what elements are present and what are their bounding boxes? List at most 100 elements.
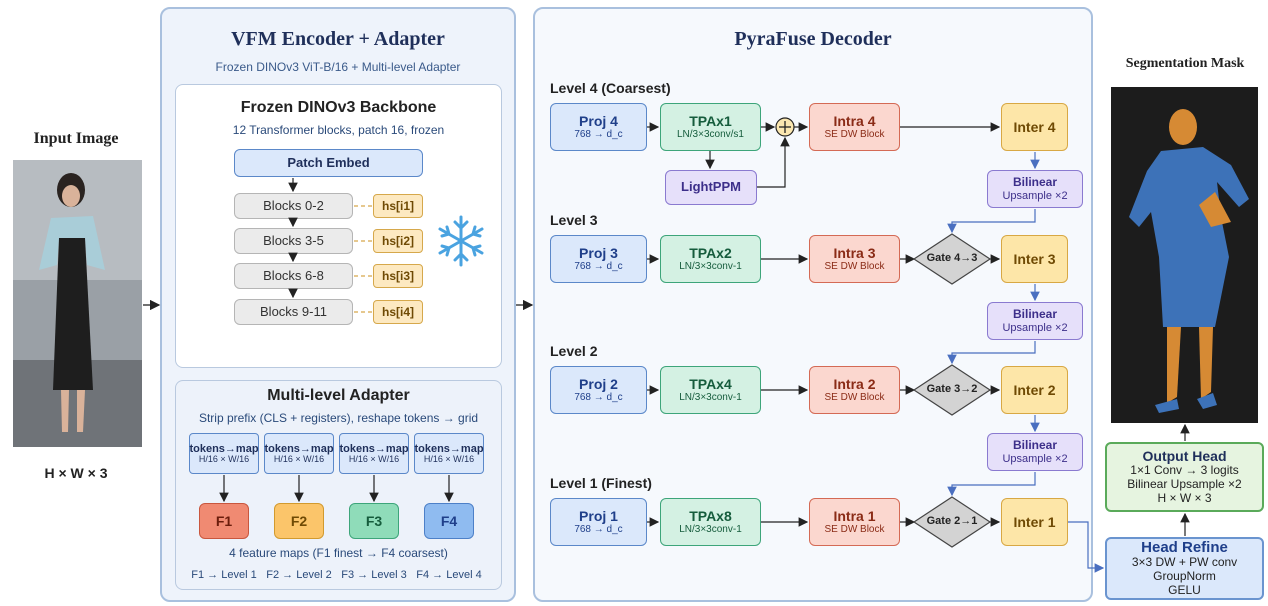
adapter-panel [175,380,502,590]
blocks-0-2-box: Blocks 0-2 [234,193,353,219]
backbone-title: Frozen DINOv3 Backbone [240,99,437,116]
feature-f4: F4 [424,503,474,539]
head-refine-line: 3×3 DW + PW conv [1131,555,1238,570]
blocks-label: Blocks 0-2 [263,197,324,213]
tpa-sublabel: LN/3×3conv-1 [679,524,742,536]
blocks-9-11-box: Blocks 9-11 [234,299,353,325]
lightppm-label: LightPPM [681,179,741,195]
hidden-state-1: hs[i1] [373,194,423,218]
inter-label: Inter 2 [1013,381,1056,398]
head-refine-box: Head Refine 3×3 DW + PW conv GroupNorm G… [1105,537,1264,600]
tpa-label: TPAx4 [689,376,732,393]
tokens-to-map-box: tokens→map H/16 × W/16 [339,433,409,474]
tokens-to-map-label: tokens→map [189,442,259,455]
intra-sublabel: SE DW Block [824,129,885,141]
gate-2-1-label: Gate 2→1 [926,515,978,527]
inter-1-box: Inter 1 [1001,498,1068,546]
proj-label: Proj 2 [579,376,618,393]
tokens-size-label: H/16 × W/16 [423,453,475,464]
tokens-size-label: H/16 × W/16 [273,453,325,464]
inter-label: Inter 3 [1013,250,1056,267]
tokens-to-map-box: tokens→map H/16 × W/16 [264,433,334,474]
head-refine-line: GroupNorm [1153,569,1216,584]
bilinear-label: Bilinear [1012,437,1057,452]
mapping-f4: F4 → Level 4 [416,569,482,581]
intra-sublabel: SE DW Block [824,261,885,273]
encoder-subtitle: Frozen DINOv3 ViT-B/16 + Multi-level Ada… [215,60,461,74]
intra-sublabel: SE DW Block [824,524,885,536]
proj-label: Proj 1 [579,508,618,525]
encoder-title: VFM Encoder + Adapter [231,28,445,50]
bilinear-sublabel: Upsample ×2 [1002,452,1068,465]
blocks-label: Blocks 9-11 [260,303,327,319]
tpa-label: TPAx1 [689,113,732,130]
segmentation-mask-image [1111,87,1258,423]
gate-3-2-label: Gate 3→2 [926,383,978,395]
inter-label: Inter 1 [1013,513,1056,530]
mapping-f2: F2 → Level 2 [266,569,332,581]
tokens-size-label: H/16 × W/16 [198,453,250,464]
feature-f2: F2 [274,503,324,539]
tokens-to-map-label: tokens→map [339,442,409,455]
proj-label: Proj 4 [579,113,618,130]
tpa-sublabel: LN/3×3conv-1 [679,261,742,273]
tokens-to-map-box: tokens→map H/16 × W/16 [189,433,259,474]
intra-label: Intra 4 [833,113,876,130]
blocks-3-5-box: Blocks 3-5 [234,228,353,254]
blocks-label: Blocks 3-5 [263,232,324,248]
gate-4-3-label: Gate 4→3 [926,252,978,264]
intra-label: Intra 2 [833,376,876,393]
blocks-label: Blocks 6-8 [263,267,324,283]
input-size-label: H × W × 3 [44,465,108,481]
inter-2-box: Inter 2 [1001,366,1068,414]
proj-sublabel: 768 → d_c [574,129,623,141]
intra-sublabel: SE DW Block [824,392,885,404]
proj-sublabel: 768 → d_c [574,524,623,536]
backbone-subtitle: 12 Transformer blocks, patch 16, frozen [232,123,445,137]
head-refine-title: Head Refine [1141,539,1228,557]
bilinear-label: Bilinear [1012,306,1057,321]
mapping-f1: F1 → Level 1 [191,569,257,581]
tokens-to-map-label: tokens→map [414,442,484,455]
input-image-title: Input Image [33,130,119,147]
decoder-title: PyraFuse Decoder [734,28,892,50]
hidden-state-3: hs[i3] [373,264,423,288]
tpa-label: TPAx2 [689,245,732,262]
inter-3-box: Inter 3 [1001,235,1068,283]
hidden-state-4: hs[i4] [373,300,423,324]
snowflake-icon [436,214,486,268]
input-image [13,160,142,447]
tpa-label: TPAx8 [689,508,732,525]
bilinear-sublabel: Upsample ×2 [1002,321,1068,334]
mapping-f3: F3 → Level 3 [341,569,407,581]
intra-label: Intra 3 [833,245,876,262]
tokens-size-label: H/16 × W/16 [348,453,400,464]
tpa-sublabel: LN/3×3conv/s1 [677,129,744,141]
adapter-subtitle: Strip prefix (CLS + registers), reshape … [198,411,479,425]
level-3-label: Level 3 [550,212,598,228]
lightppm-box: LightPPM [665,170,757,205]
features-note: 4 feature maps (F1 finest → F4 coarsest) [229,546,448,560]
hidden-state-2: hs[i2] [373,229,423,253]
patch-embed-label: Patch Embed [287,154,370,170]
adapter-title: Multi-level Adapter [267,387,410,404]
bilinear-label: Bilinear [1012,174,1057,189]
output-head-line: H × W × 3 [1157,490,1212,505]
tpa-sublabel: LN/3×3conv-1 [679,392,742,404]
inter-label: Inter 4 [1013,118,1056,135]
intra-label: Intra 1 [833,508,876,525]
